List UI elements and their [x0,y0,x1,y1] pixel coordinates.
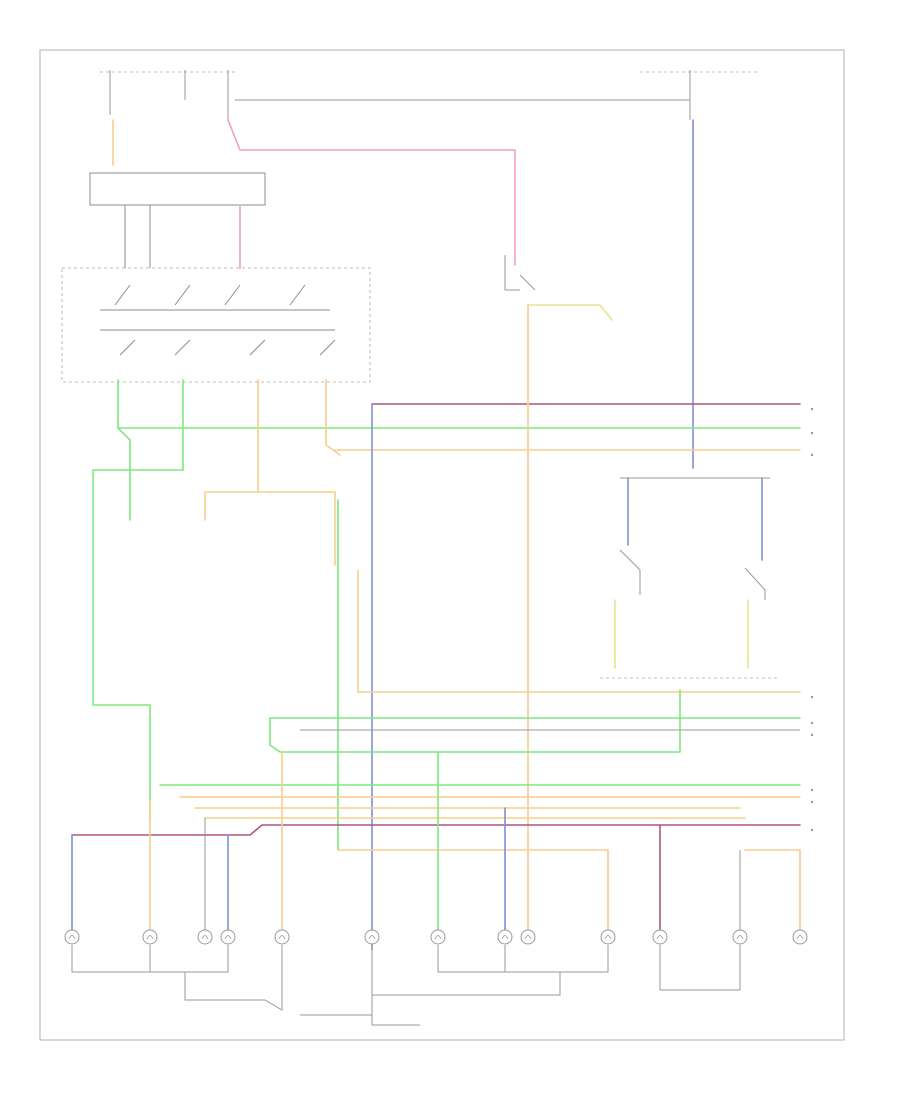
wire-yellow-stop-bus [357,569,801,693]
lamp-filament [201,935,209,940]
lamp-symbol [652,929,668,945]
ground-returns [71,945,741,1026]
lamp-filament [146,935,154,940]
bus-end-marker [810,788,814,792]
lamp-filament [736,935,744,940]
wire-green-loop [92,379,184,821]
lamp-symbol [792,929,808,945]
ground-6 [371,945,420,1026]
ground-4 [437,945,506,973]
lamp-symbol [600,929,616,945]
lamp-symbol [220,929,236,945]
switch-levers-bottom [119,339,336,356]
wire-green-left-out [117,379,131,521]
bus-end-marker [810,800,814,804]
relay-left-switch [619,549,641,595]
ground-8 [659,945,741,991]
lamp-symbol [520,929,536,945]
lamp-filament [524,935,532,940]
lamp-filament [368,935,376,940]
ground-2 [150,945,229,973]
headlamp-switch-dash-box [61,267,371,383]
combination-switch-block [89,172,266,206]
bus-end-marker [810,431,814,435]
lamp-symbol [497,929,513,945]
wire-yellow-right [257,491,336,566]
wire-yellow-cross [325,379,341,456]
lamp-filament [224,935,232,940]
lamp-filament [796,935,804,940]
lamp-drops [71,751,741,931]
relay-box [600,477,780,679]
lamp-row [64,929,808,945]
ground-1 [71,945,151,973]
center-switch-lever [519,274,536,291]
switch-levers-top [114,284,306,306]
bus-end-marker [810,453,814,457]
ground-5 [505,945,609,973]
relay-right-switch [744,567,766,600]
bus-red-violet-low [71,824,801,836]
lamp-filament [656,935,664,940]
wire-yellow-mid [204,379,259,521]
lamp-filament [278,935,286,940]
switch-feed-wires [124,205,241,268]
bus-end-marker [810,695,814,699]
wire-lightyellow-ground [527,304,613,321]
lamp-filament [68,935,76,940]
lamp-symbol [64,929,80,945]
lamp-filament [604,935,612,940]
lamp-filament [501,935,509,940]
wire-green-mid-loop [269,689,681,753]
lamp-symbol [430,929,446,945]
lamp-symbol [197,929,213,945]
bus-end-marker [810,407,814,411]
wire-pink-main [227,119,516,266]
center-switch [504,255,613,321]
wire-yellow-far-right [744,849,801,931]
lamp-symbol [274,929,290,945]
bus-end-markers [810,407,814,832]
ground-3 [184,945,283,1011]
lamp-symbol [142,929,158,945]
bus-end-marker [810,828,814,832]
switch-contacts [100,205,336,356]
lamp-symbol [732,929,748,945]
fuse-section [100,70,760,120]
bus-end-marker [810,733,814,737]
center-switch-body [504,255,520,291]
bus-end-marker [810,721,814,725]
lamp-symbol [364,929,380,945]
wire-yellow-lower-right [337,849,609,931]
diagram-frame [39,49,845,1041]
ground-7 [372,972,561,996]
lamp-filament [434,935,442,940]
